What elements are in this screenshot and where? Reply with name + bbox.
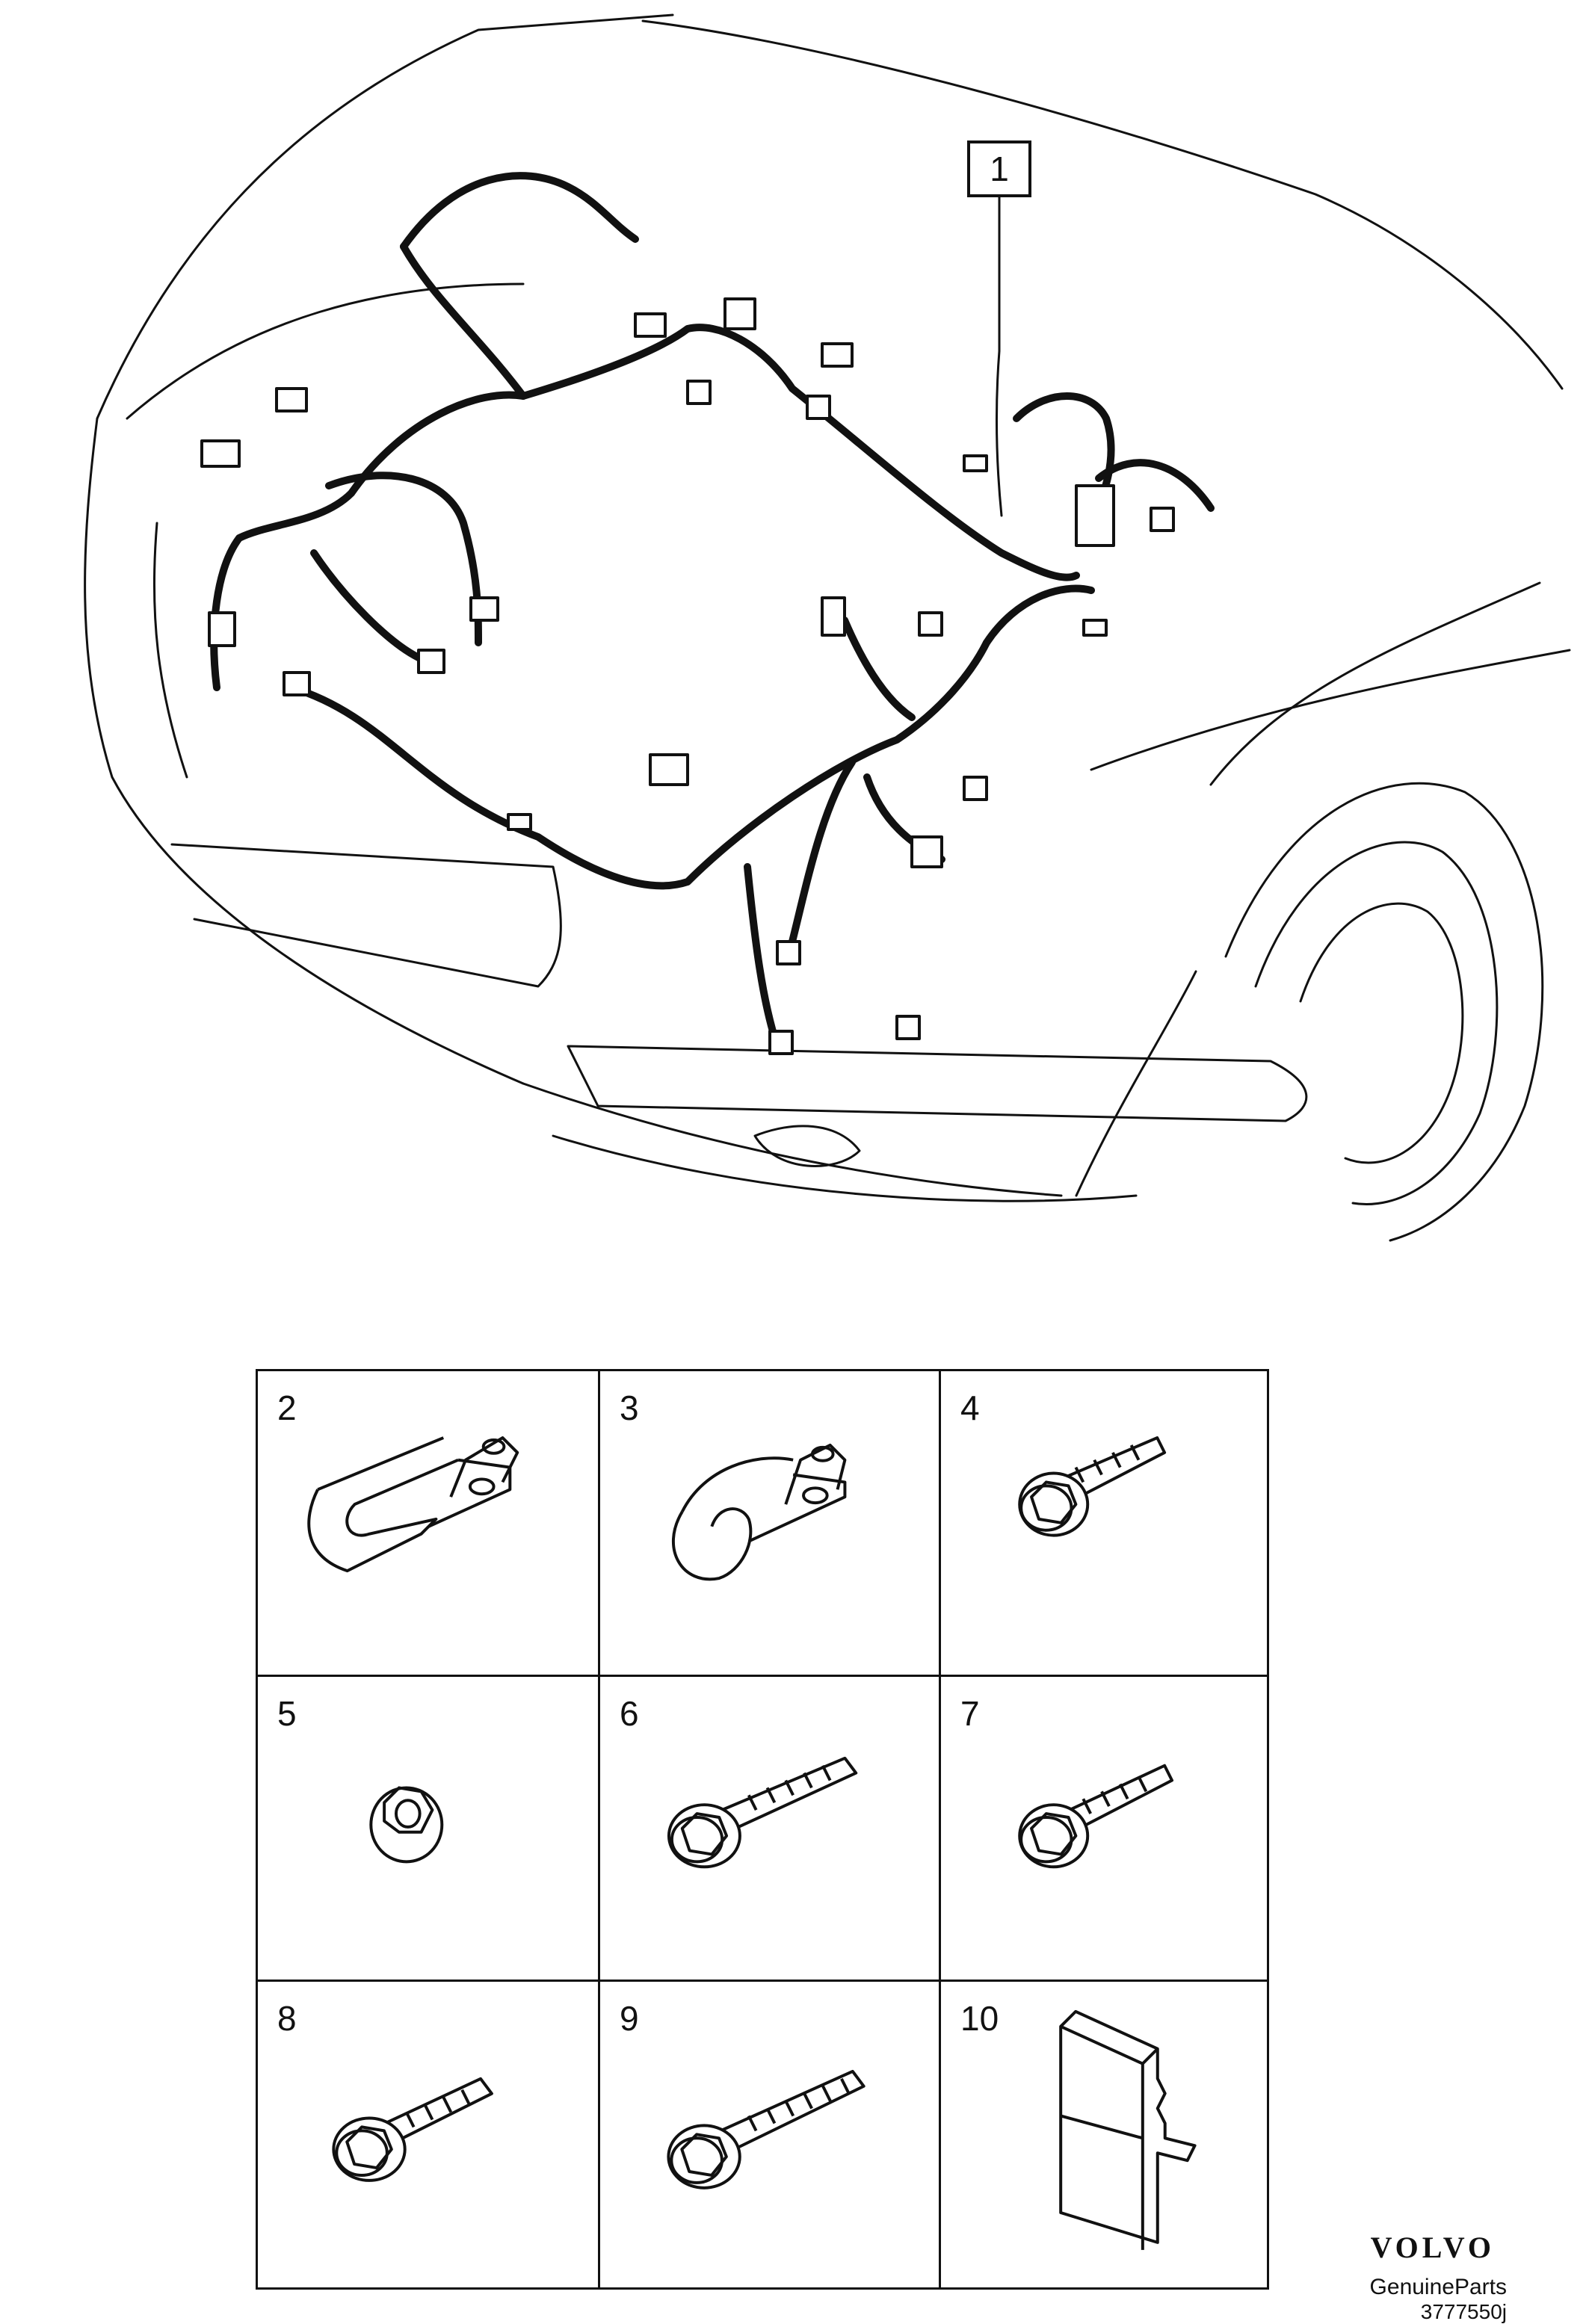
part-cell-4: 4 (941, 1371, 1267, 1677)
diagram-code: 3777550j (1420, 2300, 1507, 2323)
part-number: 10 (960, 1999, 999, 2039)
part-cell-7: 7 (941, 1677, 1267, 1982)
flange-bolt-short-icon (1018, 1436, 1167, 1537)
part-number: 5 (277, 1693, 297, 1733)
flange-bolt-medium-icon (332, 2077, 493, 2183)
callout-leader-line (996, 196, 1003, 517)
car-body-outline (84, 13, 1571, 1242)
part-number: 3 (620, 1388, 639, 1427)
flange-nut-icon (369, 1786, 444, 1863)
part-cell-8: 8 (258, 1982, 600, 2287)
part-number: 6 (620, 1693, 639, 1733)
part-cell-2: 2 (258, 1371, 600, 1677)
part-cell-6: 6 (600, 1676, 941, 1982)
wide-cable-clip-icon (307, 1436, 519, 1573)
part-number: 4 (960, 1388, 980, 1427)
harness-connectors (200, 297, 1175, 1055)
round-cable-clip-icon (672, 1443, 847, 1581)
flange-bolt-short-icon (1018, 1764, 1174, 1868)
brand-subtitle: GenuineParts (1369, 2275, 1507, 2299)
part-number: 7 (960, 1693, 980, 1733)
wiring-harness (210, 172, 1215, 1050)
part-cell-3: 3 (600, 1371, 941, 1677)
part-cell-5: 5 (258, 1676, 600, 1982)
bracket-plate-icon (1059, 2010, 1197, 2251)
parts-grid: 2 3 4 5 (256, 1369, 1269, 2290)
flange-bolt-long-icon (667, 2070, 866, 2190)
part-number: 9 (620, 1999, 639, 2039)
callout-label-1: 1 (967, 140, 1031, 197)
part-cell-10: 10 (941, 1982, 1267, 2287)
part-number: 8 (277, 1999, 297, 2039)
part-cell-9: 9 (600, 1982, 941, 2287)
brand-logo-text: VOLVO (1370, 2231, 1495, 2264)
part-number: 2 (277, 1388, 297, 1427)
flange-bolt-long-icon (667, 1756, 858, 1868)
car-front-wiring-illustration (84, 13, 1571, 1242)
